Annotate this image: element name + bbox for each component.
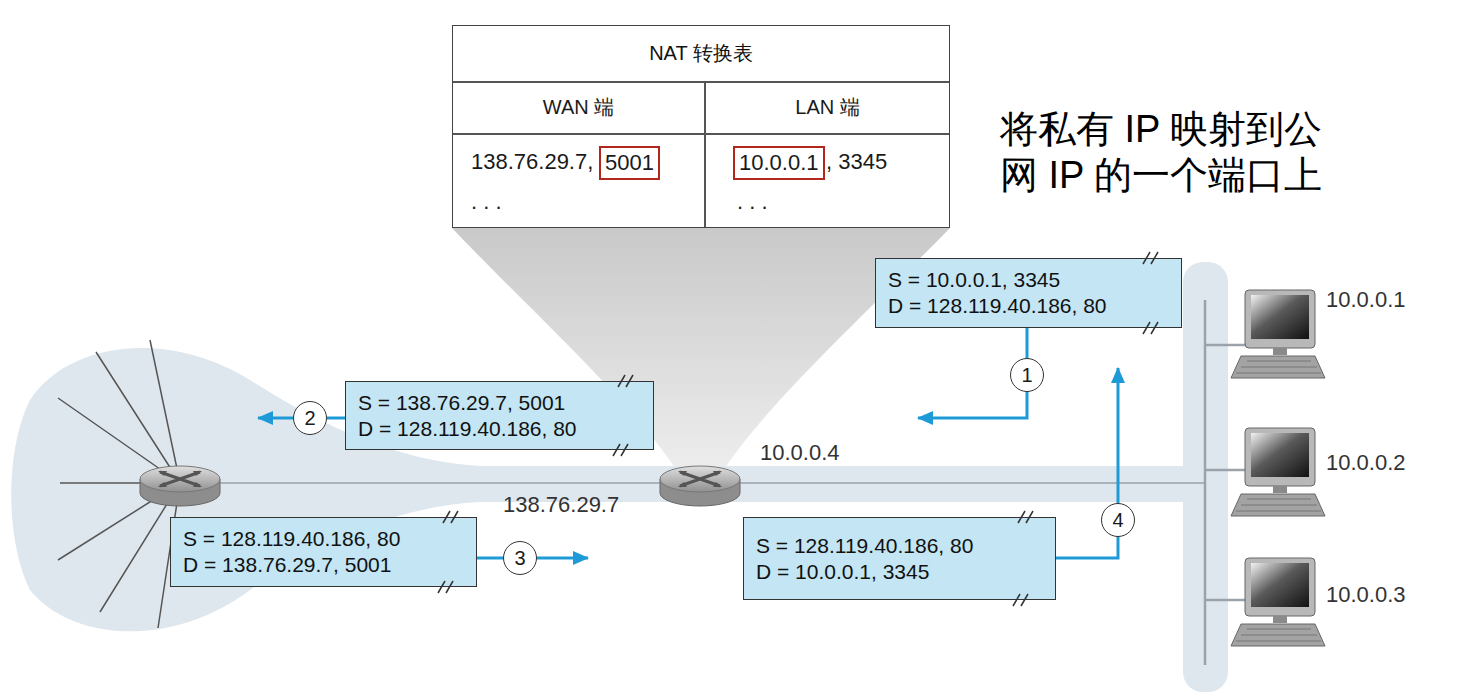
- step-circle: 2: [293, 401, 327, 435]
- table-ellipsis: . . .: [471, 188, 502, 216]
- ip-label: 10.0.0.4: [760, 440, 840, 466]
- packet-field: S = 128.119.40.186, 80: [756, 533, 1043, 559]
- computer-icon: [1231, 558, 1325, 646]
- ip-label: 138.76.29.7: [503, 492, 619, 518]
- packet-box: S = 138.76.29.7, 5001D = 128.119.40.186,…: [345, 381, 654, 450]
- table-cell: 138.76.29.7,: [471, 148, 593, 176]
- packet-box: S = 128.119.40.186, 80D = 10.0.0.1, 3345: [743, 517, 1056, 600]
- step-circle: 3: [503, 541, 537, 575]
- step-number: 2: [304, 408, 315, 428]
- packet-field: D = 138.76.29.7, 5001: [183, 552, 464, 578]
- ip-label: 10.0.0.3: [1326, 582, 1406, 608]
- packet-box: S = 10.0.0.1, 3345D = 128.119.40.186, 80: [875, 258, 1182, 328]
- table-cell: , 3345: [826, 148, 887, 176]
- network-region: [11, 348, 1205, 631]
- highlight-box: 5001: [599, 146, 660, 180]
- table-rule: [704, 81, 706, 227]
- packet-field: S = 128.119.40.186, 80: [183, 526, 464, 552]
- packet-field: S = 138.76.29.7, 5001: [358, 390, 641, 416]
- table-rule: [453, 81, 949, 83]
- packet-field: S = 10.0.0.1, 3345: [888, 267, 1169, 293]
- computer-icon: [1231, 290, 1325, 378]
- ip-label: 10.0.0.1: [1326, 287, 1406, 313]
- step-number: 3: [514, 548, 525, 568]
- packet-field: D = 128.119.40.186, 80: [888, 293, 1169, 319]
- highlight-box: 10.0.0.1: [733, 146, 825, 180]
- router-symbol: [140, 466, 220, 506]
- nat-router-symbol: [660, 466, 740, 506]
- nat-table: NAT 转换表 5001 10.0.0.1 WAN 端LAN 端 138.76.29.7…: [452, 25, 950, 228]
- table-title: NAT 转换表: [453, 26, 949, 81]
- packet-box: S = 128.119.40.186, 80D = 138.76.29.7, 5…: [170, 517, 477, 587]
- packet-field: D = 128.119.40.186, 80: [358, 416, 641, 442]
- annotation: 将私有 IP 映射到公 网 IP 的一个端口上: [1000, 106, 1367, 198]
- table-rule: [453, 133, 949, 135]
- column-header: LAN 端: [704, 81, 951, 133]
- computer-icon: [1231, 428, 1325, 516]
- packet-field: D = 10.0.0.1, 3345: [756, 559, 1043, 585]
- ip-label: 10.0.0.2: [1326, 450, 1406, 476]
- table-cell: 10.0.0.1: [739, 149, 819, 177]
- table-ellipsis: . . .: [737, 188, 768, 216]
- step-circle: 1: [1010, 358, 1044, 392]
- step-number: 4: [1112, 510, 1123, 530]
- step-number: 1: [1021, 365, 1032, 385]
- step-circle: 4: [1101, 503, 1135, 537]
- column-header: WAN 端: [453, 81, 704, 133]
- lan-bus: [1205, 300, 1245, 665]
- table-cell: 5001: [605, 149, 654, 177]
